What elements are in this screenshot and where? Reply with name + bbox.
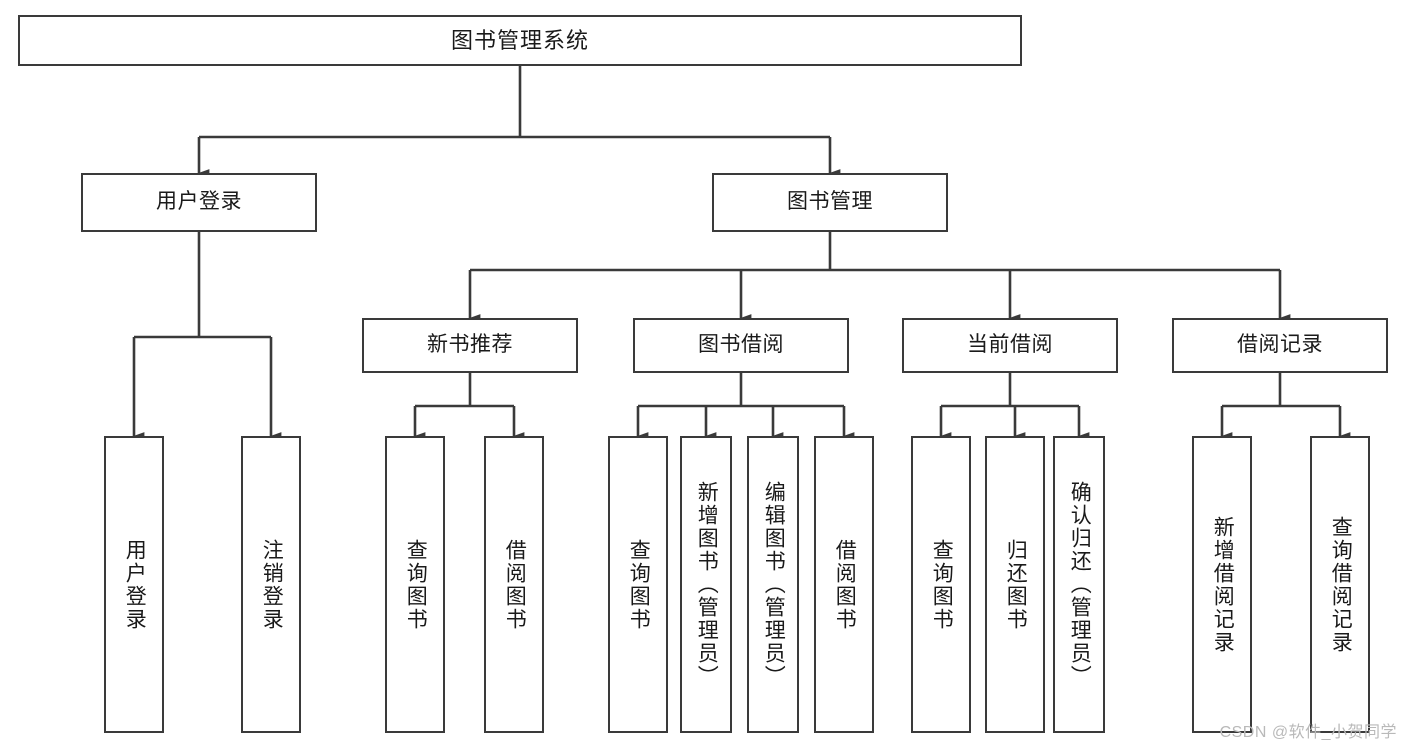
node-leaf-add-borrowing-record[interactable]: 新增借阅记录 (1192, 436, 1252, 733)
node-leaf-logout[interactable]: 注销登录 (241, 436, 301, 733)
node-leaf-query-book-recommend[interactable]: 查询图书 (385, 436, 445, 733)
node-label: 借阅记录 (1237, 333, 1323, 357)
node-label: 借阅图书 (833, 538, 857, 631)
node-borrowing-record[interactable]: 借阅记录 (1172, 318, 1388, 373)
node-new-book-recommendation[interactable]: 新书推荐 (362, 318, 578, 373)
node-label: 用户登录 (123, 538, 147, 631)
node-book-management-system[interactable]: 图书管理系统 (18, 15, 1022, 66)
node-label: 图书借阅 (698, 333, 784, 357)
node-leaf-confirm-return-admin[interactable]: 确认归还（管理员） (1053, 436, 1105, 733)
node-label: 用户登录 (156, 190, 242, 214)
node-leaf-query-book-current[interactable]: 查询图书 (911, 436, 971, 733)
node-label: 查询图书 (930, 538, 954, 631)
node-current-borrowing[interactable]: 当前借阅 (902, 318, 1118, 373)
node-leaf-return-book[interactable]: 归还图书 (985, 436, 1045, 733)
node-label: 查询图书 (627, 538, 651, 631)
node-leaf-edit-book-admin[interactable]: 编辑图书（管理员） (747, 436, 799, 733)
node-label: 编辑图书（管理员） (762, 481, 786, 688)
node-label: 新增图书（管理员） (695, 481, 719, 688)
node-label: 图书管理系统 (450, 27, 589, 53)
node-user-login[interactable]: 用户登录 (81, 173, 317, 232)
node-label: 查询借阅记录 (1329, 515, 1353, 654)
node-leaf-borrow-book-recommend[interactable]: 借阅图书 (484, 436, 544, 733)
node-label: 当前借阅 (967, 333, 1053, 357)
node-label: 归还图书 (1004, 538, 1028, 631)
node-label: 注销登录 (260, 538, 284, 631)
node-label: 图书管理 (787, 190, 873, 214)
node-leaf-query-book-borrow[interactable]: 查询图书 (608, 436, 668, 733)
node-label: 新增借阅记录 (1211, 515, 1235, 654)
watermark-text: CSDN @软件_小贺同学 (1219, 724, 1397, 741)
node-leaf-query-borrowing-record[interactable]: 查询借阅记录 (1310, 436, 1370, 733)
node-leaf-user-login[interactable]: 用户登录 (104, 436, 164, 733)
node-book-borrowing[interactable]: 图书借阅 (633, 318, 849, 373)
node-label: 借阅图书 (503, 538, 527, 631)
node-book-management[interactable]: 图书管理 (712, 173, 948, 232)
node-label: 新书推荐 (427, 333, 513, 357)
node-label: 确认归还（管理员） (1068, 481, 1092, 688)
node-label: 查询图书 (404, 538, 428, 631)
node-leaf-borrow-book[interactable]: 借阅图书 (814, 436, 874, 733)
node-leaf-add-book-admin[interactable]: 新增图书（管理员） (680, 436, 732, 733)
